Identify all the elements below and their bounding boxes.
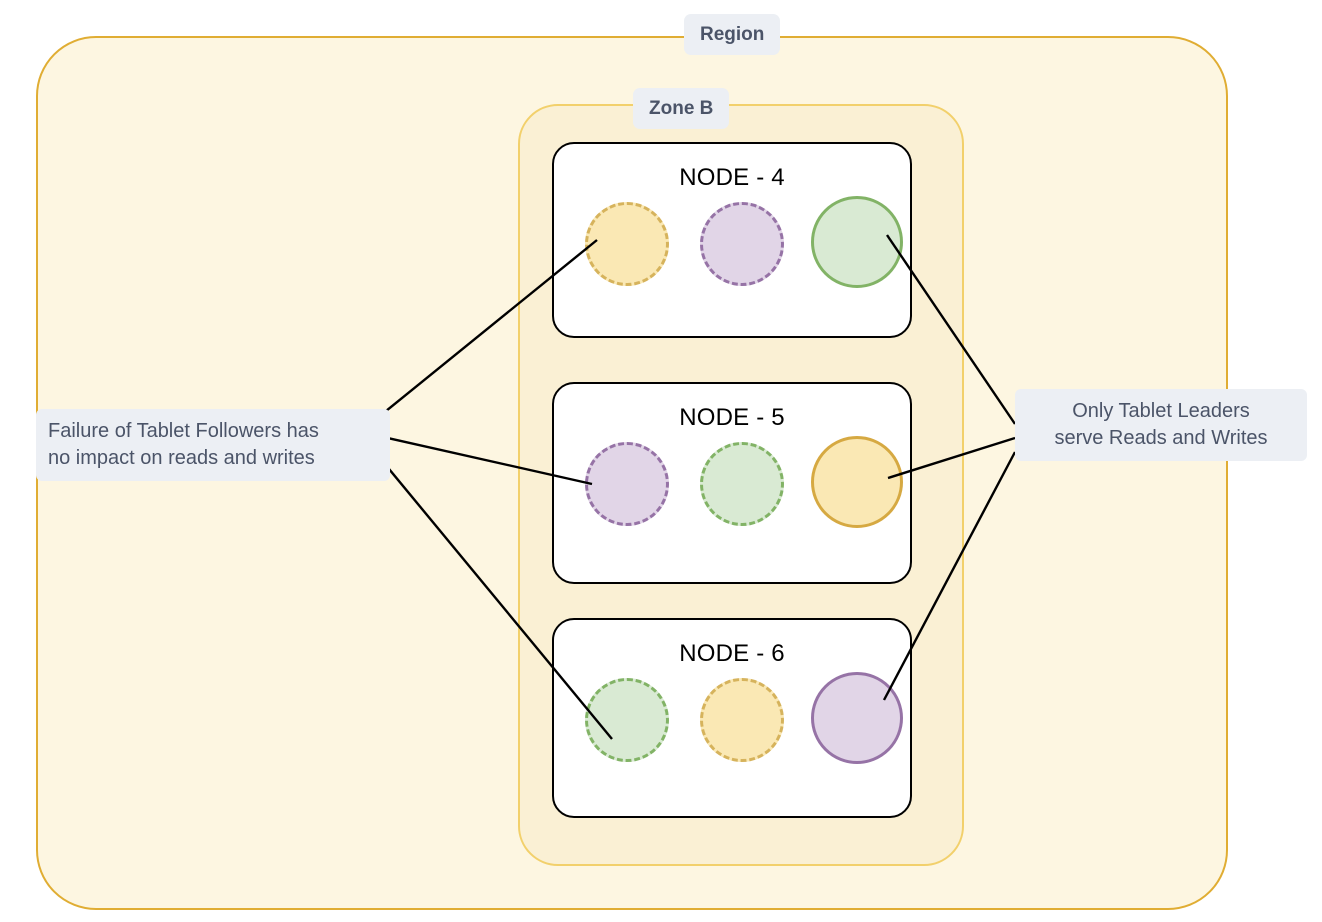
tablet-row-5 [554,436,910,542]
node-box-6[interactable]: NODE - 6 [552,618,912,818]
node-title-4: NODE - 4 [679,164,785,191]
tablet-follower-purple-node5[interactable] [585,442,669,526]
node-title-6: NODE - 6 [679,640,785,667]
tablet-row-4 [554,196,910,302]
tablet-leader-yellow-node5[interactable] [811,436,903,528]
callout-follower-failure: Failure of Tablet Followers has no impac… [36,409,390,481]
zone-b-label: Zone B [633,88,730,129]
callout-leader-serves: Only Tablet Leaders serve Reads and Writ… [1015,389,1307,461]
tablet-follower-yellow-node6[interactable] [700,678,784,762]
tablet-leader-purple-node6[interactable] [811,672,903,764]
tablet-row-6 [554,672,910,778]
region-label: Region [684,14,781,55]
tablet-follower-purple-node4[interactable] [700,202,784,286]
node-title-5: NODE - 5 [679,404,785,431]
node-box-4[interactable]: NODE - 4 [552,142,912,338]
tablet-leader-green-node4[interactable] [811,196,903,288]
tablet-follower-green-node5[interactable] [700,442,784,526]
tablet-follower-yellow-node4[interactable] [585,202,669,286]
tablet-follower-green-node6[interactable] [585,678,669,762]
node-box-5[interactable]: NODE - 5 [552,382,912,584]
